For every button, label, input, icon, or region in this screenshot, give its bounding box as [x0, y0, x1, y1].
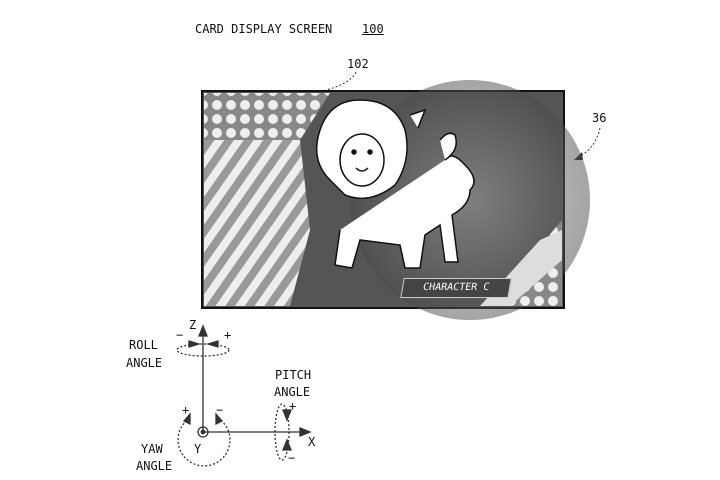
title-ref-number: 100 [362, 22, 384, 36]
roll-angle-label-line1: ROLL [129, 338, 158, 352]
screen-ref-number: 36 [592, 111, 607, 125]
card-ref-number: 102 [347, 57, 369, 71]
roll-rotation-arrow [176, 343, 230, 357]
yaw-angle-label-line1: YAW [141, 442, 163, 456]
axis-diagram [176, 324, 312, 467]
roll-angle-label-line2: ANGLE [126, 356, 163, 370]
x-axis-label: X [308, 435, 316, 449]
pitch-rotation-arrow [274, 403, 290, 461]
card-leader-line [317, 71, 357, 93]
pitch-angle-label-line1: PITCH [275, 368, 312, 382]
pitch-plus-sign: + [289, 399, 297, 413]
character-name-label: CHARACTER C [400, 278, 512, 298]
yaw-rotation-arrow [177, 417, 231, 467]
roll-plus-sign: + [224, 328, 232, 342]
lion-character-illustration [315, 99, 475, 269]
yaw-plus-sign: + [182, 403, 190, 417]
yaw-minus-sign: − [216, 403, 224, 417]
y-axis-out-of-page [197, 426, 209, 438]
pitch-angle-label-line2: ANGLE [274, 385, 311, 399]
figure-title: CARD DISPLAY SCREEN [195, 22, 333, 36]
roll-minus-sign: − [176, 328, 184, 342]
z-axis-label: Z [189, 318, 197, 332]
y-axis-label: Y [194, 442, 202, 456]
yaw-angle-label-line2: ANGLE [136, 459, 173, 473]
pitch-minus-sign: − [288, 451, 296, 465]
